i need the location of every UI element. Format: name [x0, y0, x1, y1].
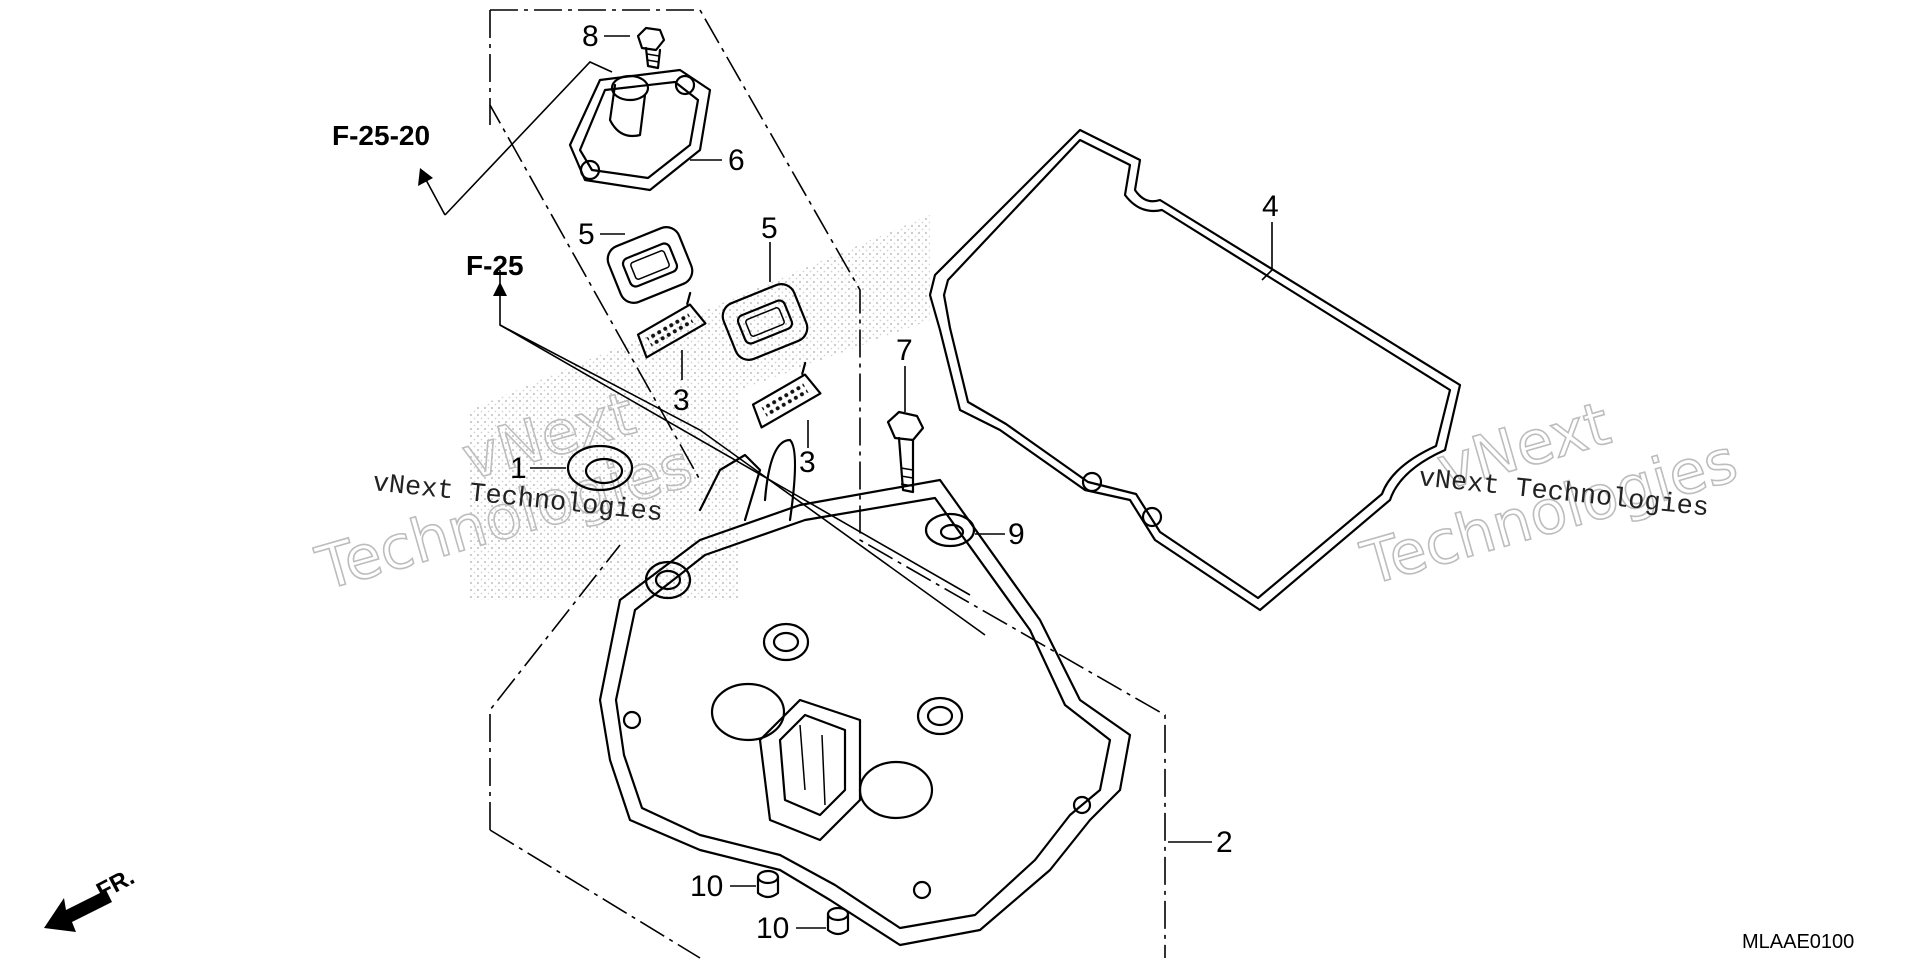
part-5-gasket-left — [606, 226, 694, 304]
callout-2: 2 — [1216, 826, 1233, 859]
assembly-boundary — [489, 9, 1166, 959]
stipple-band — [470, 215, 930, 600]
callout-5-left: 5 — [578, 218, 595, 251]
diagram-code: MLAAE0100 — [1742, 931, 1854, 953]
callout-3-left: 3 — [673, 384, 690, 417]
part-10-dowel-upper — [756, 869, 780, 899]
arrowhead-f25-20 — [418, 168, 433, 186]
callout-9: 9 — [1008, 518, 1025, 551]
callout-10-lower: 10 — [756, 912, 789, 945]
callout-3-right: 3 — [799, 446, 816, 479]
callout-8: 8 — [582, 20, 599, 53]
part-8-bolt — [636, 26, 666, 70]
callout-7: 7 — [896, 334, 913, 367]
callout-leaders — [530, 35, 1273, 929]
part-1-grommet — [566, 444, 634, 492]
reference-f25-20[interactable]: F-25-20 — [332, 120, 430, 151]
part-5-gasket-right — [721, 283, 809, 361]
front-arrow-icon — [44, 890, 112, 932]
callout-1: 1 — [510, 452, 527, 485]
part-10-dowel-lower — [826, 906, 850, 936]
part-2-cylinder-head-cover — [598, 438, 1132, 947]
part-7-bolt — [886, 410, 925, 494]
callout-5-right: 5 — [761, 212, 778, 245]
part-3-mesh-left — [636, 291, 707, 359]
part-9-washer — [924, 512, 976, 548]
part-6-breather-cap — [568, 68, 712, 192]
callout-10-upper: 10 — [690, 870, 723, 903]
callout-6: 6 — [728, 144, 745, 177]
part-4-cover-gasket — [928, 128, 1462, 612]
arrowhead-f25 — [493, 282, 507, 296]
reference-f25[interactable]: F-25 — [466, 250, 524, 281]
part-3-mesh-right — [751, 361, 822, 429]
callout-4: 4 — [1262, 190, 1279, 223]
front-direction-indicator: FR. — [44, 863, 139, 932]
